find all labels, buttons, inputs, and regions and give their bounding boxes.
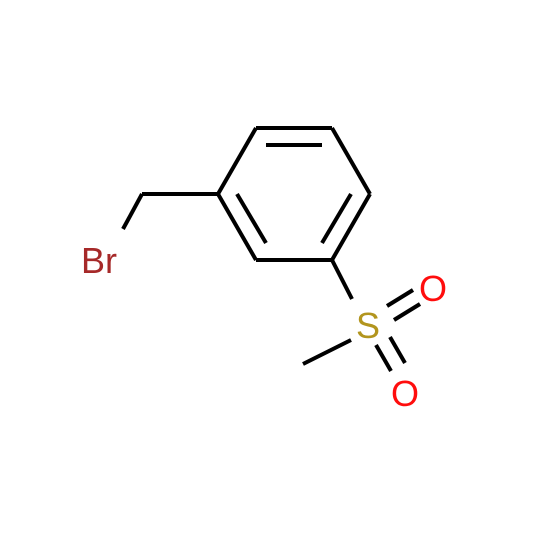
bond-ch2-br <box>121 193 144 230</box>
bonds <box>121 126 422 372</box>
sulfur-label: S <box>356 305 380 346</box>
bond-c6-c1 <box>216 127 258 195</box>
bond-c2-c3 <box>330 127 372 195</box>
bond-c3-c4 <box>330 193 372 261</box>
bond-s-o2-b <box>388 336 407 364</box>
bond-s-o1-a <box>385 288 415 308</box>
bond-c4-s <box>330 259 354 300</box>
atom-labels: Br S O O <box>81 240 447 414</box>
bond-s-ch3 <box>302 338 352 366</box>
bromine-label: Br <box>81 240 117 281</box>
bond-s-o1-b <box>392 302 422 322</box>
bond-inner-left <box>235 192 268 245</box>
oxygen-top-label: O <box>419 268 447 309</box>
bond-c5-c6 <box>216 193 258 261</box>
bond-s-o2-a <box>374 344 393 372</box>
bond-inner-right <box>320 192 353 245</box>
oxygen-bottom-label: O <box>391 373 419 414</box>
